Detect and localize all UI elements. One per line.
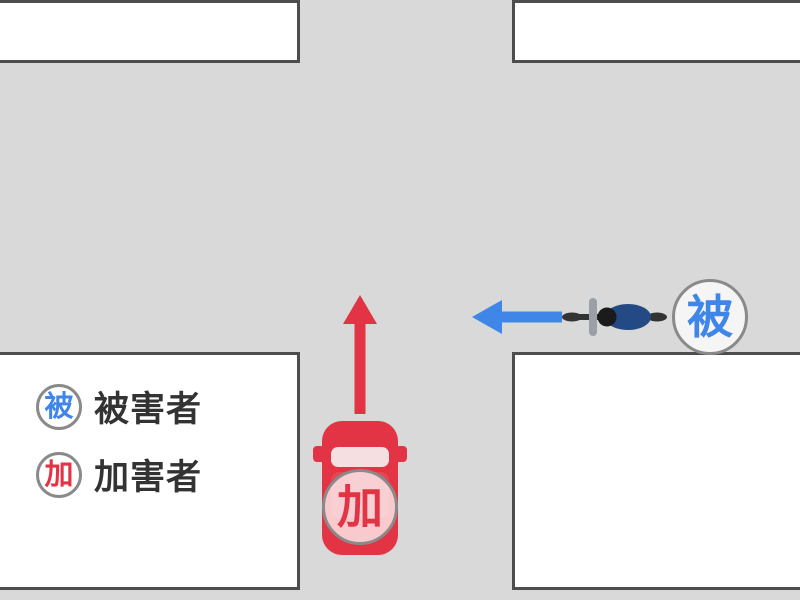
building-block-top-right xyxy=(512,0,800,63)
building-block-bottom-right xyxy=(512,352,800,590)
legend-victim-label: 被害者 xyxy=(94,390,203,430)
legend: 被 被害者 加 加害者 xyxy=(36,381,202,500)
legend-perpetrator-symbol: 加 xyxy=(36,451,82,498)
victim-bicycle-icon xyxy=(562,298,667,336)
legend-victim-symbol: 被 xyxy=(36,383,82,430)
legend-row-perpetrator: 加 加害者 xyxy=(36,449,202,500)
victim-badge: 被 xyxy=(672,279,748,355)
legend-row-victim: 被 被害者 xyxy=(36,381,202,432)
perpetrator-direction-arrow xyxy=(343,295,377,414)
perpetrator-badge: 加 xyxy=(322,469,398,545)
victim-direction-arrow xyxy=(472,300,562,334)
building-block-top-left xyxy=(0,0,300,63)
legend-perpetrator-label: 加害者 xyxy=(94,458,203,498)
